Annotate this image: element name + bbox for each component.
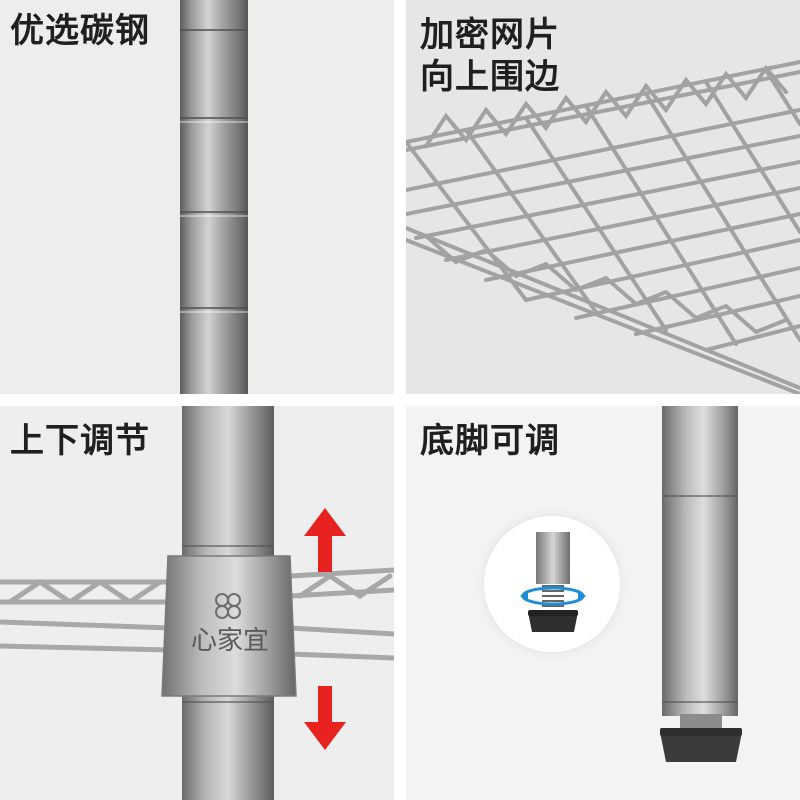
arrow-up-icon (304, 508, 346, 572)
collar-engraving: 心家宜 (190, 626, 269, 656)
panel-carbon-steel: 优选碳钢 (0, 0, 394, 394)
clover-logo-icon (215, 593, 241, 619)
caption-adjustable: 上下调节 (10, 420, 150, 462)
caption-carbon-steel: 优选碳钢 (10, 10, 150, 52)
pole-foot-image (660, 406, 742, 762)
shelf-collar-image (0, 406, 394, 800)
caption-line: 上下调节 (10, 421, 150, 461)
panel-adjustable-feet: 底脚可调 (406, 406, 800, 800)
panel-adjustable: 心家宜 上下调节 (0, 406, 394, 800)
caption-adjustable-feet: 底脚可调 (420, 420, 560, 462)
wire-shelf-image (406, 60, 800, 394)
leveler-detail-inset (484, 516, 620, 652)
panel-mesh-rim: 加密网片 向上围边 (406, 0, 800, 394)
caption-line: 向上围边 (420, 57, 560, 97)
threaded-leveler-icon (520, 532, 586, 632)
caption-line: 优选碳钢 (10, 11, 150, 51)
steel-pole-image (180, 0, 248, 394)
caption-mesh-rim: 加密网片 向上围边 (420, 14, 560, 98)
caption-line: 加密网片 (420, 15, 560, 55)
arrow-down-icon (304, 686, 346, 750)
caption-line: 底脚可调 (420, 421, 560, 461)
